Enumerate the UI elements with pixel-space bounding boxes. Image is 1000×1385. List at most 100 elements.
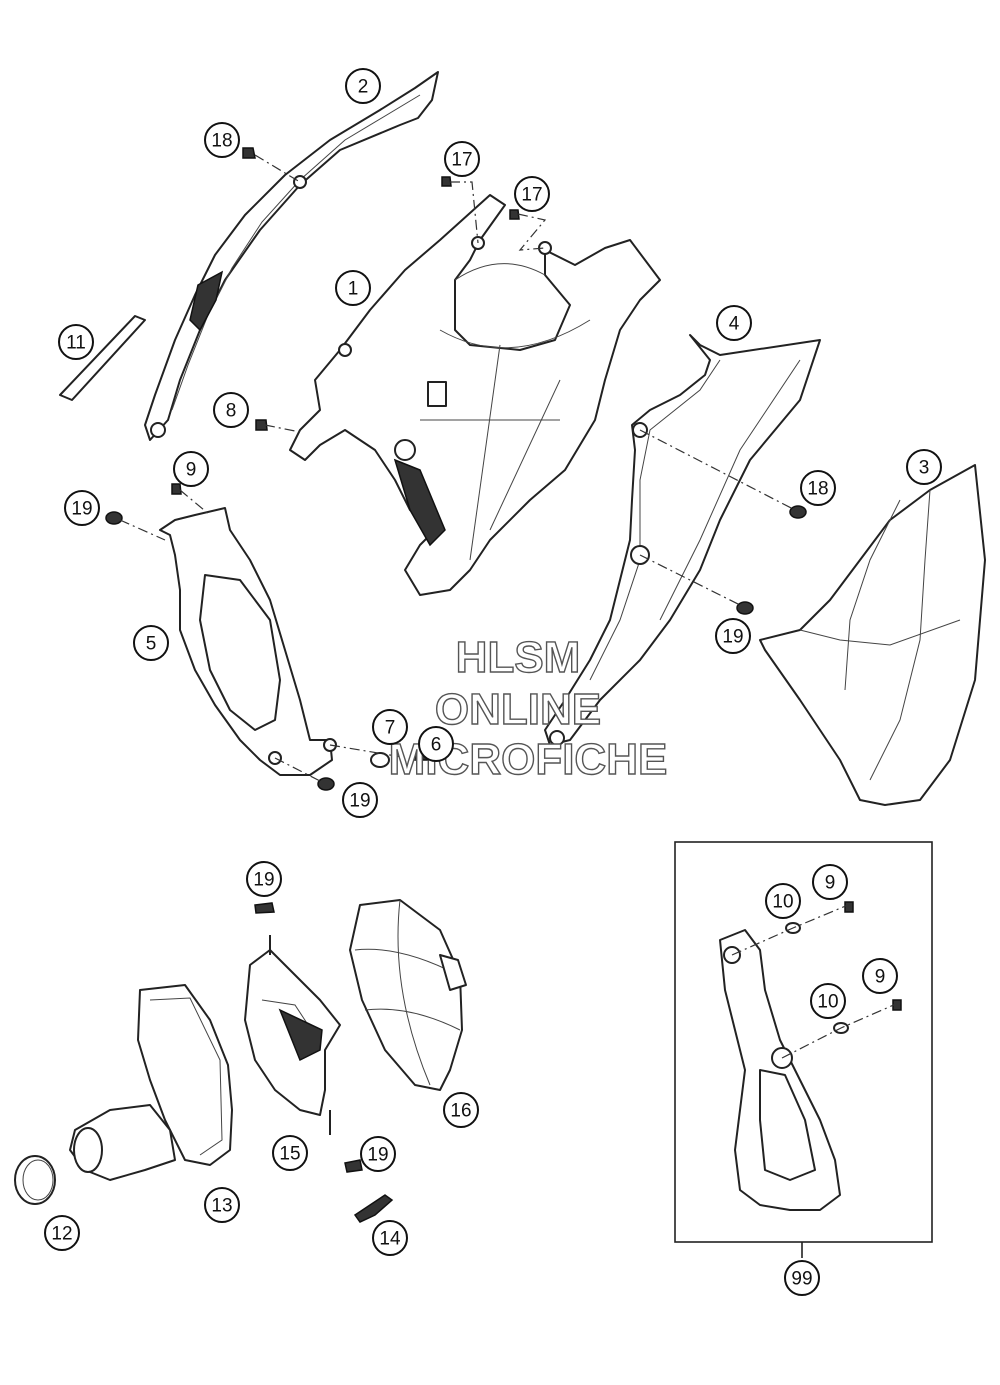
part-1-airbox: [289, 194, 661, 596]
callout-circle: [716, 305, 752, 341]
callout-circle: [335, 270, 371, 306]
callout-19: 19: [360, 1136, 396, 1172]
callout-label: 99: [791, 1269, 812, 1290]
part-14-bracket: [353, 1194, 394, 1223]
callout-10: 10: [810, 983, 846, 1019]
callout-circle: [342, 782, 378, 818]
callout-label: 19: [349, 791, 370, 812]
callout-18: 18: [800, 470, 836, 506]
callout-5: 5: [133, 625, 169, 661]
callout-13: 13: [204, 1187, 240, 1223]
callout-15: 15: [272, 1135, 308, 1171]
callout-label: 18: [211, 131, 232, 152]
callout-18: 18: [204, 122, 240, 158]
callout-label: 15: [279, 1144, 300, 1165]
callout-8: 8: [213, 392, 249, 428]
callout-label: 3: [919, 458, 930, 479]
part-16-filter-cage: [349, 899, 467, 1091]
callout-label: 8: [226, 401, 237, 422]
leader-lines: [119, 154, 796, 783]
callout-2: 2: [345, 68, 381, 104]
part-11-strip: [59, 315, 146, 401]
part-5-frame: [159, 507, 337, 776]
callout-16: 16: [443, 1092, 479, 1128]
callout-circle: [444, 141, 480, 177]
part-15-filter: [244, 935, 341, 1135]
part-13-intake: [69, 984, 233, 1181]
callout-circle: [765, 883, 801, 919]
callout-9: 9: [173, 451, 209, 487]
callout-12: 12: [44, 1215, 80, 1251]
callout-label: 1: [348, 279, 359, 300]
callout-label: 12: [51, 1224, 72, 1245]
callout-circle: [810, 983, 846, 1019]
callout-circle: [784, 1260, 820, 1296]
callout-circle: [715, 618, 751, 654]
callout-circle: [862, 958, 898, 994]
part-3-cover: [759, 464, 986, 806]
callout-17: 17: [444, 141, 480, 177]
callout-label: 2: [358, 77, 369, 98]
callout-10: 10: [765, 883, 801, 919]
callout-label: 17: [521, 185, 542, 206]
callout-circle: [800, 470, 836, 506]
fasteners-lower: [254, 902, 363, 1173]
callout-label: 18: [807, 479, 828, 500]
callout-label: 9: [186, 460, 197, 481]
callout-4: 4: [716, 305, 752, 341]
callout-9: 9: [812, 864, 848, 900]
callout-circle: [372, 709, 408, 745]
watermark-line-1: HLSM: [456, 633, 581, 682]
callout-label: 19: [253, 870, 274, 891]
callout-label: 7: [385, 718, 396, 739]
callout-label: 9: [825, 873, 836, 894]
callout-circle: [173, 451, 209, 487]
callout-circle: [133, 625, 169, 661]
callout-label: 4: [729, 314, 740, 335]
callout-circle: [345, 68, 381, 104]
callout-circle: [906, 449, 942, 485]
callout-circle: [64, 490, 100, 526]
part-12-clamp: [14, 1155, 56, 1205]
callout-label: 14: [379, 1229, 401, 1250]
callout-19: 19: [715, 618, 751, 654]
callout-circle: [443, 1092, 479, 1128]
callout-1: 1: [335, 270, 371, 306]
callout-circle: [204, 122, 240, 158]
callout-11: 11: [58, 324, 94, 360]
callout-circle: [272, 1135, 308, 1171]
callout-14: 14: [372, 1220, 408, 1256]
callout-label: 10: [817, 992, 838, 1013]
callout-6: 6: [418, 726, 454, 762]
callout-19: 19: [64, 490, 100, 526]
callout-label: 10: [772, 892, 793, 913]
callout-label: 9: [875, 967, 886, 988]
callout-17: 17: [514, 176, 550, 212]
callout-7: 7: [372, 709, 408, 745]
part-2-trim-strip: [144, 71, 439, 441]
callout-circle: [204, 1187, 240, 1223]
callout-circle: [812, 864, 848, 900]
watermark-line-2: ONLINE: [435, 685, 601, 734]
callout-9: 9: [862, 958, 898, 994]
callout-19: 19: [246, 861, 282, 897]
callout-99: 99: [784, 1260, 820, 1296]
callout-label: 19: [367, 1145, 388, 1166]
callout-label: 19: [71, 499, 92, 520]
callout-circle: [360, 1136, 396, 1172]
callout-19: 19: [342, 782, 378, 818]
callout-label: 16: [450, 1101, 471, 1122]
callout-circle: [58, 324, 94, 360]
callout-circle: [418, 726, 454, 762]
callout-circle: [246, 861, 282, 897]
callout-circle: [514, 176, 550, 212]
callout-label: 19: [722, 627, 743, 648]
callout-3: 3: [906, 449, 942, 485]
callout-layer: 1234567899910101112131415161717181819191…: [44, 68, 942, 1296]
callout-circle: [213, 392, 249, 428]
callout-label: 6: [431, 735, 442, 756]
callout-label: 17: [451, 150, 472, 171]
callout-circle: [372, 1220, 408, 1256]
callout-circle: [44, 1215, 80, 1251]
callout-label: 5: [146, 634, 157, 655]
